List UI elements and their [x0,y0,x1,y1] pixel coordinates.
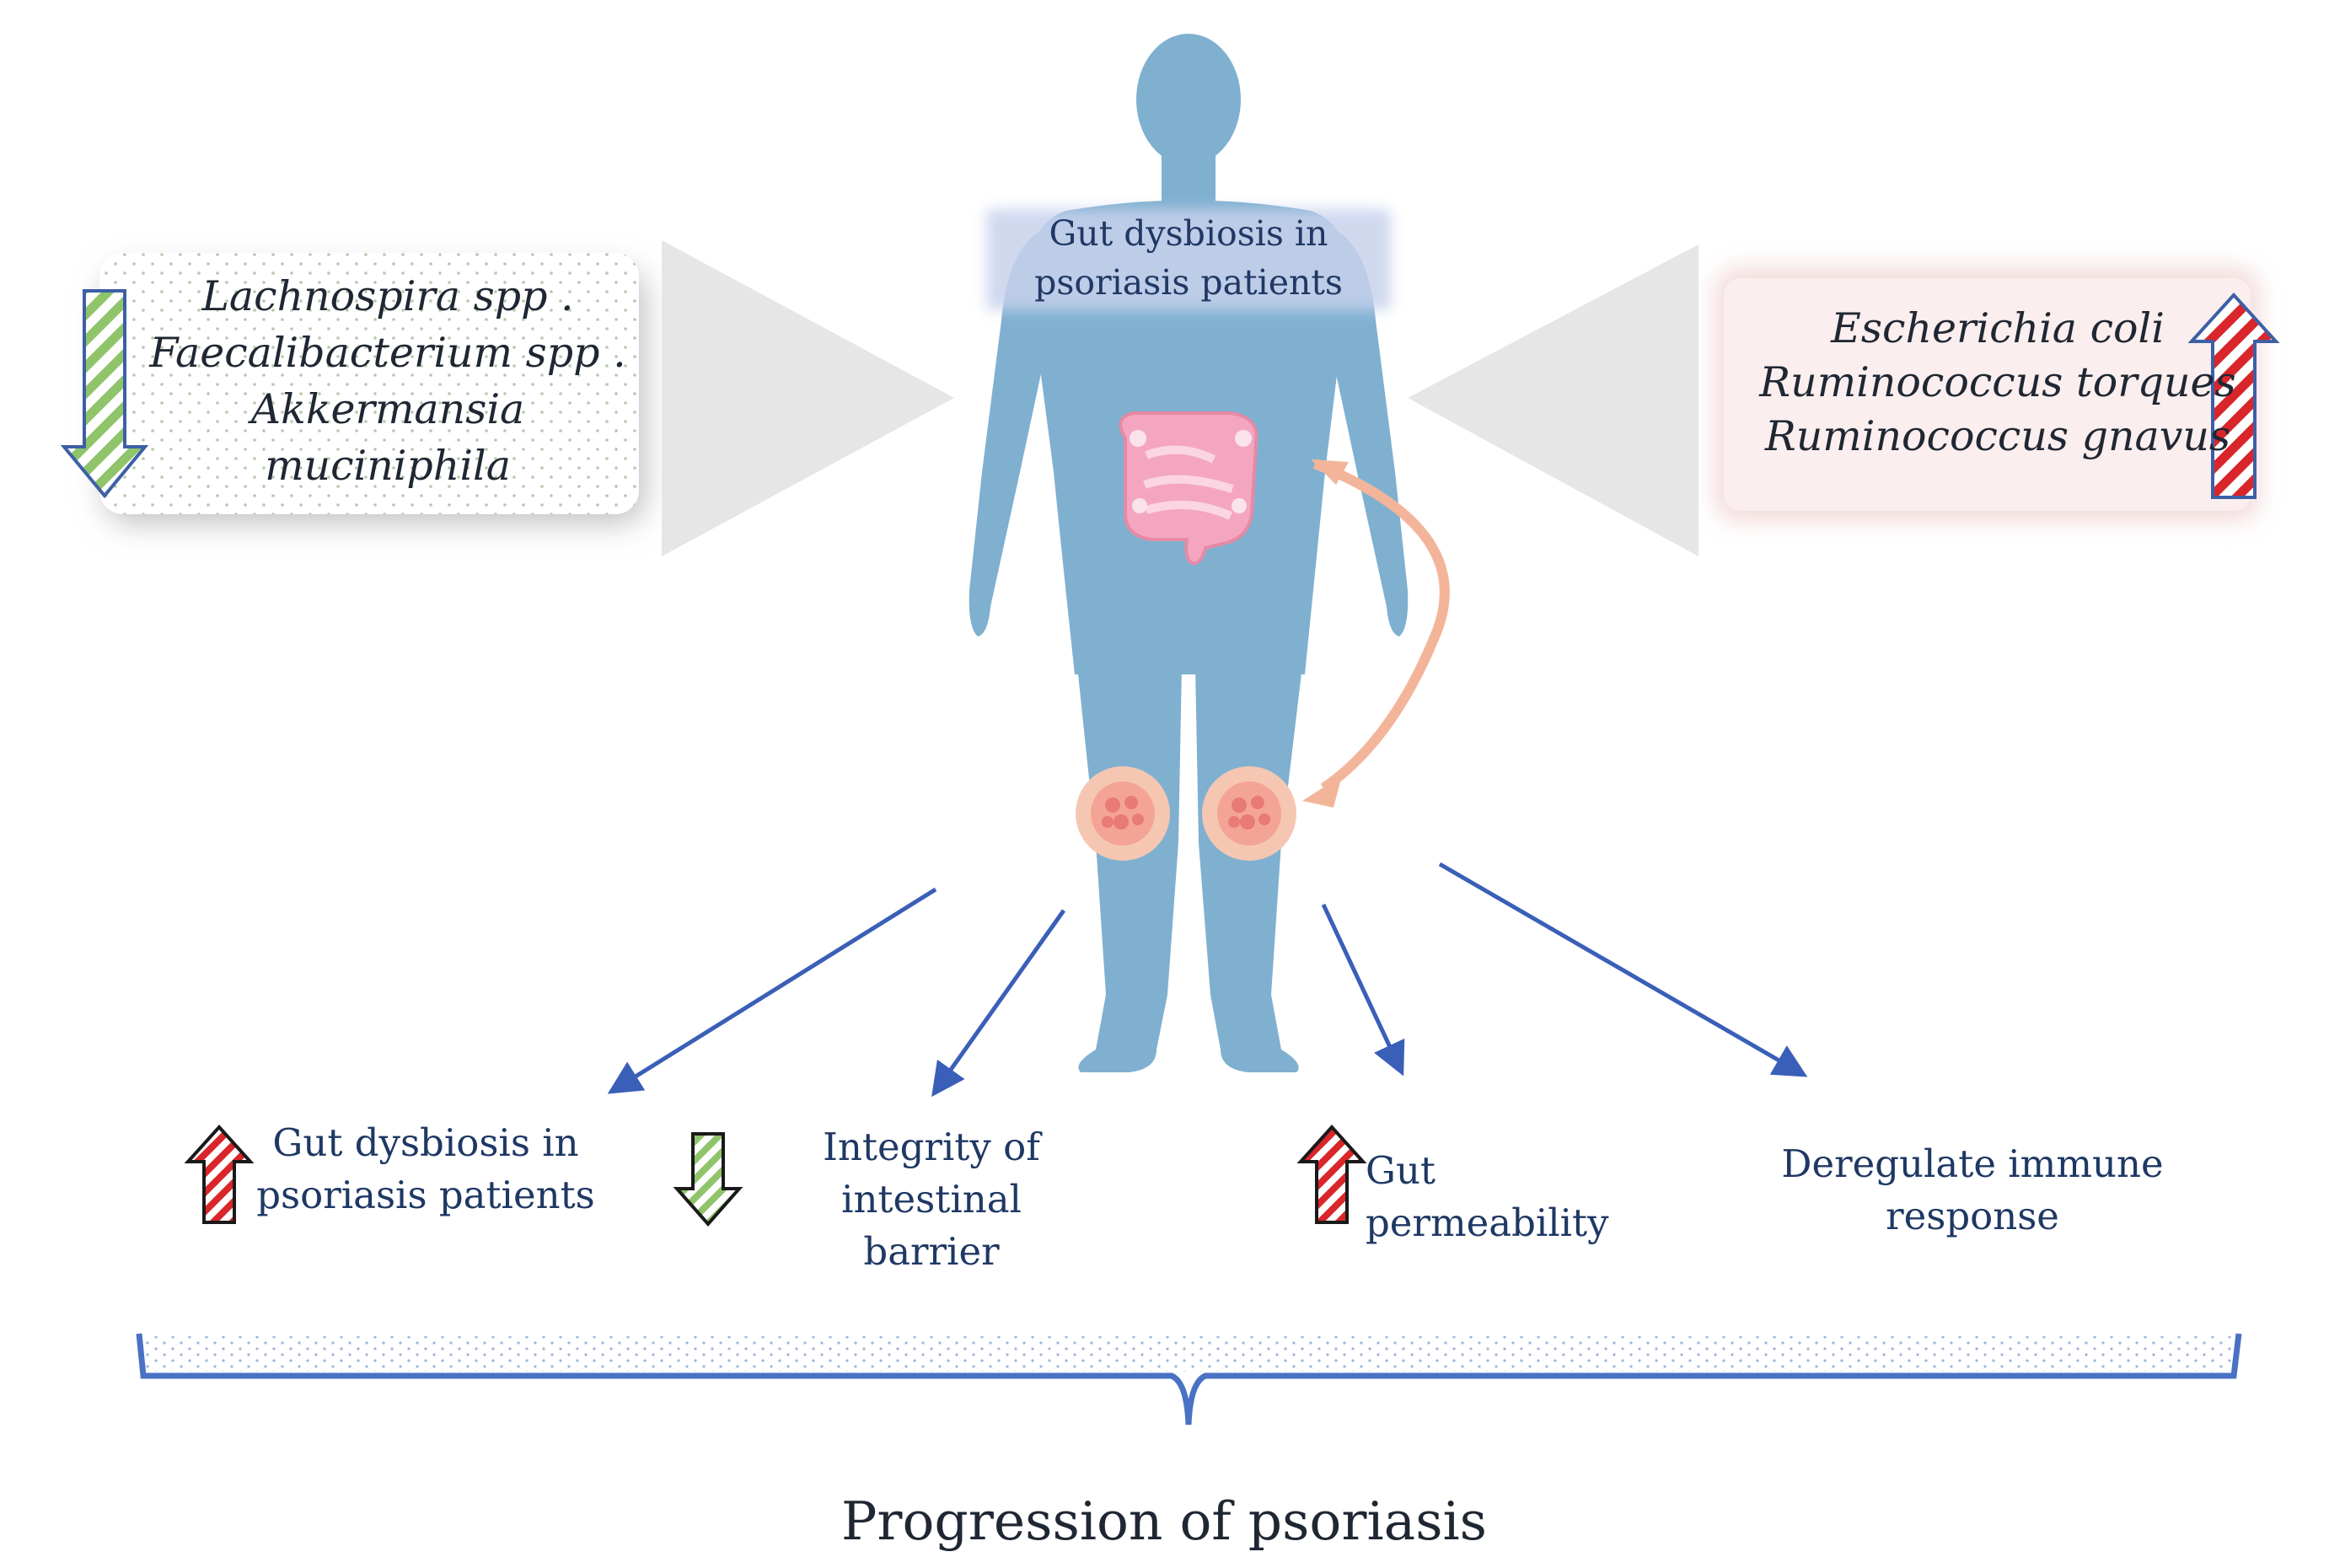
increased-taxa-box [1715,268,2259,521]
up-arrow-icon [2187,293,2280,499]
right-funnel-triangle [1408,244,1698,556]
taxon-label: Ruminococcus gnavus [1764,412,2231,460]
taxon-label: Faecalibacterium spp . [149,329,626,377]
up-arrow-icon [184,1125,255,1224]
center-label-line: Gut dysbiosis in [1049,213,1328,254]
effect-line: Integrity of intestinal [823,1125,1040,1222]
effect-label-immune-response: Deregulate immune response [1753,1138,2192,1243]
taxon-label: Escherichia coli [1831,304,2165,352]
effect-line: Gut permeability [1366,1148,1609,1245]
effect-line: Deregulate immune [1781,1141,2164,1186]
down-arrow-icon [60,289,149,499]
taxon-label: Lachnospira spp . [201,272,574,320]
gut-skin-axis-arrow [1302,459,1450,808]
psoriasis-plaque-left-knee [1076,766,1170,861]
center-label-background [986,209,1391,310]
taxon-label: Akkermansia [250,385,525,433]
arrow-to-effect-1 [607,887,937,1094]
center-label: Gut dysbiosis in psoriasis patients [969,209,1408,307]
effect-label-gut-permeability: Gut permeability [1366,1145,1686,1249]
progression-bracket [136,1333,2242,1426]
effect-label-gut-dysbiosis: Gut dysbiosis in psoriasis patients [244,1117,607,1222]
decreased-taxa-list: Lachnospira spp . Faecalibacterium spp .… [126,268,649,494]
progression-title: Progression of psoriasis [841,1490,1487,1552]
effect-line: response [1886,1194,2059,1238]
up-arrow-icon [1296,1125,1367,1224]
psoriasis-plaque-right-knee [1202,766,1296,861]
effect-line: psoriasis patients [256,1173,595,1217]
arrow-to-effect-3 [1321,903,1405,1077]
down-arrow-icon [673,1132,743,1227]
arrow-to-effect-4 [1438,862,1808,1077]
effect-line: Gut dysbiosis in [272,1120,579,1165]
effect-line: barrier [863,1229,1000,1274]
connector-arrows [607,862,1808,1098]
taxon-label: Ruminococcus torques [1759,358,2236,406]
decreased-taxa-box [99,253,645,523]
center-label-line: psoriasis patients [1034,262,1343,303]
intestine-illustration [1119,411,1258,566]
left-funnel-triangle [662,240,954,556]
increased-taxa-list: Escherichia coli Ruminococcus torques Ru… [1728,302,2267,464]
taxon-label: muciniphila [265,442,511,490]
effect-label-barrier-integrity: Integrity of intestinal barrier [733,1121,1130,1278]
arrow-to-effect-2 [931,909,1066,1098]
